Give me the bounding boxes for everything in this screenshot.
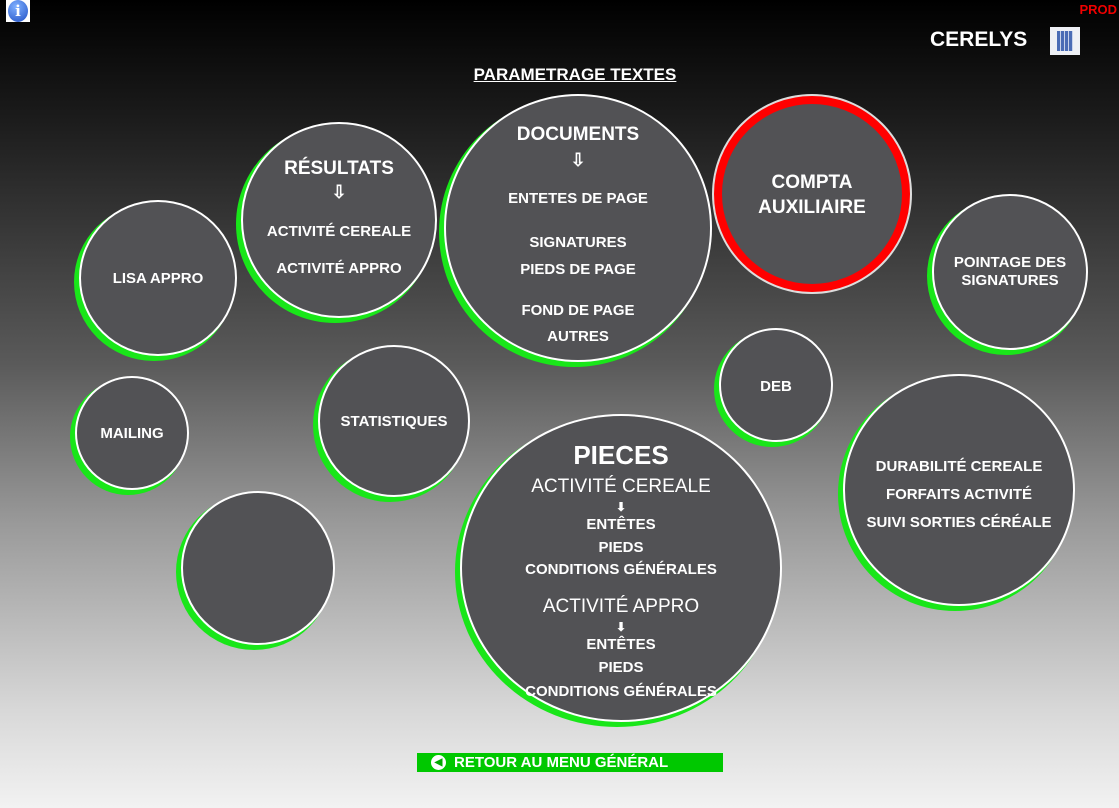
info-button[interactable]: i bbox=[6, 0, 30, 22]
appro-pieds-link[interactable]: PIEDS bbox=[598, 659, 644, 676]
deb-label: DEB bbox=[760, 378, 792, 395]
info-icon: i bbox=[8, 0, 28, 22]
resultats-appro-link[interactable]: ACTIVITÉ APPRO bbox=[276, 260, 402, 277]
suivi-sorties-link[interactable]: SUIVI SORTIES CÉRÉALE bbox=[866, 514, 1052, 531]
statistiques-label: STATISTIQUES bbox=[340, 413, 448, 430]
pieces-cereale-title: ACTIVITÉ CEREALE bbox=[531, 476, 711, 497]
back-label: RETOUR AU MENU GÉNÉRAL bbox=[454, 754, 669, 771]
mailing-bubble[interactable]: MAILING bbox=[75, 376, 189, 490]
durabilite-bubble: DURABILITÉ CEREALE FORFAITS ACTIVITÉ SUI… bbox=[843, 374, 1075, 606]
statistiques-bubble[interactable]: STATISTIQUES bbox=[318, 345, 470, 497]
auxiliaire-label: AUXILIAIRE bbox=[758, 197, 866, 218]
resultats-cereale-link[interactable]: ACTIVITÉ CEREALE bbox=[266, 223, 412, 240]
documents-title: DOCUMENTS bbox=[516, 124, 640, 145]
cereale-entetes-link[interactable]: ENTÊTES bbox=[586, 516, 656, 533]
durabilite-cereale-link[interactable]: DURABILITÉ CEREALE bbox=[875, 458, 1043, 475]
forfaits-activite-link[interactable]: FORFAITS ACTIVITÉ bbox=[885, 486, 1033, 503]
pointage-label: POINTAGE DES bbox=[953, 254, 1067, 271]
cereale-conditions-link[interactable]: CONDITIONS GÉNÉRALES bbox=[525, 561, 717, 578]
back-to-main-menu-button[interactable]: ◀ RETOUR AU MENU GÉNÉRAL bbox=[417, 753, 723, 772]
arrow-down-icon: ⬇ bbox=[615, 620, 627, 634]
deb-bubble[interactable]: DEB bbox=[719, 328, 833, 442]
autres-link[interactable]: AUTRES bbox=[547, 328, 609, 345]
documents-bubble: DOCUMENTS ⇩ ENTETES DE PAGE SIGNATURES P… bbox=[444, 94, 712, 362]
mailing-label: MAILING bbox=[100, 425, 164, 442]
environment-label: PROD bbox=[1079, 2, 1117, 17]
fond-de-page-link[interactable]: FOND DE PAGE bbox=[521, 302, 635, 319]
brand-name: CERELYS bbox=[930, 28, 1028, 51]
back-arrow-icon: ◀ bbox=[431, 755, 446, 770]
signatures-link[interactable]: SIGNATURES bbox=[529, 234, 627, 251]
pieds-de-page-link[interactable]: PIEDS DE PAGE bbox=[520, 261, 636, 278]
arrow-down-icon: ⇩ bbox=[331, 182, 347, 202]
signatures-label: SIGNATURES bbox=[961, 272, 1059, 289]
entetes-de-page-link[interactable]: ENTETES DE PAGE bbox=[508, 190, 648, 207]
building-icon[interactable] bbox=[1050, 27, 1080, 55]
compta-auxiliaire-bubble[interactable]: COMPTA AUXILIAIRE bbox=[714, 96, 910, 292]
lisa-appro-label: LISA APPRO bbox=[112, 270, 204, 287]
page-title: PARAMETRAGE TEXTES bbox=[473, 65, 677, 84]
resultats-bubble[interactable]: RÉSULTATS ⇩ ACTIVITÉ CEREALE ACTIVITÉ AP… bbox=[241, 122, 437, 318]
appro-conditions-link[interactable]: CONDITIONS GÉNÉRALES bbox=[525, 683, 717, 700]
cereale-pieds-link[interactable]: PIEDS bbox=[598, 539, 644, 556]
lisa-appro-bubble[interactable]: LISA APPRO bbox=[79, 200, 237, 356]
appro-entetes-link[interactable]: ENTÊTES bbox=[586, 636, 656, 653]
pointage-signatures-bubble[interactable]: POINTAGE DES SIGNATURES bbox=[932, 194, 1088, 350]
resultats-title: RÉSULTATS bbox=[284, 158, 394, 179]
pieces-appro-title: ACTIVITÉ APPRO bbox=[542, 596, 700, 617]
arrow-down-icon: ⇩ bbox=[570, 150, 586, 170]
pieces-bubble: PIECES ACTIVITÉ CEREALE ⬇ ENTÊTES PIEDS … bbox=[460, 414, 782, 722]
empty-bubble[interactable] bbox=[181, 491, 335, 645]
compta-label: COMPTA bbox=[771, 172, 853, 193]
pieces-title: PIECES bbox=[573, 440, 669, 470]
arrow-down-icon: ⬇ bbox=[615, 500, 627, 514]
